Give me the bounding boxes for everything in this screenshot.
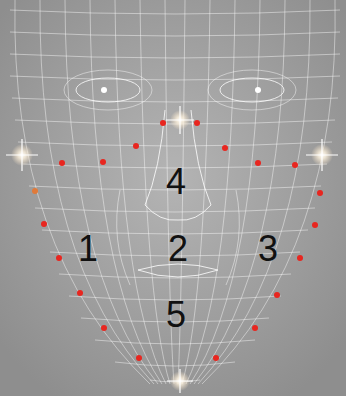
mesh-part (194, 0, 285, 384)
star-markers (6, 106, 338, 393)
mesh-part (15, 0, 150, 384)
mesh-part (41, 221, 47, 227)
mesh-part (292, 162, 298, 168)
mesh-part (133, 143, 139, 149)
mesh-part (10, 32, 340, 36)
callout-number: 4 (166, 164, 186, 200)
mesh-part (18, 142, 332, 146)
mesh-part (297, 255, 303, 261)
mesh-part (101, 325, 107, 331)
mesh-part (10, 54, 340, 58)
facial-features (64, 70, 296, 285)
mesh-part (317, 190, 323, 196)
mesh-part (10, 76, 340, 80)
eye-glints (101, 87, 261, 93)
mesh-part (32, 188, 38, 194)
mesh-part (167, 369, 193, 393)
mesh-part (35, 208, 315, 212)
mesh-part (90, 0, 162, 384)
mesh-part (226, 190, 239, 285)
mesh-part (312, 222, 318, 228)
mesh-part (255, 87, 261, 93)
mesh-part (198, 0, 310, 384)
mesh-part (194, 120, 200, 126)
mesh-part (40, 0, 154, 384)
mesh-part (213, 355, 219, 361)
landmark-dots (32, 120, 323, 361)
mesh-columns (15, 0, 335, 384)
mesh-part (167, 369, 193, 393)
mesh-part (252, 325, 258, 331)
mesh-part (222, 145, 228, 151)
mesh-part (186, 0, 235, 384)
callout-number: 5 (166, 297, 186, 333)
mesh-part (77, 290, 83, 296)
mesh-part (101, 87, 107, 93)
callout-number: 2 (168, 231, 188, 267)
mesh-part (274, 292, 280, 298)
mesh-part (100, 159, 106, 165)
mesh-part (56, 255, 62, 261)
mesh-part (306, 139, 338, 171)
mesh-part (306, 139, 338, 171)
callout-number: 3 (258, 231, 278, 267)
mesh-part (160, 120, 166, 126)
mesh-part (6, 139, 38, 171)
mesh-part (76, 78, 140, 102)
mesh-part (64, 70, 152, 110)
mesh-part (136, 355, 142, 361)
mesh-part (166, 106, 194, 134)
mesh-part (208, 70, 296, 110)
mesh-part (115, 362, 235, 366)
callout-number: 1 (78, 231, 98, 267)
mesh-part (145, 110, 211, 220)
mesh-part (190, 0, 260, 384)
mesh-part (6, 139, 38, 171)
mesh-part (220, 78, 284, 102)
mesh-part (59, 160, 65, 166)
mesh-part (166, 106, 194, 134)
mesh-part (255, 160, 261, 166)
mesh-part (117, 190, 130, 285)
mesh-part (10, 10, 340, 14)
mesh-part (65, 0, 158, 384)
mesh-part (202, 0, 335, 384)
